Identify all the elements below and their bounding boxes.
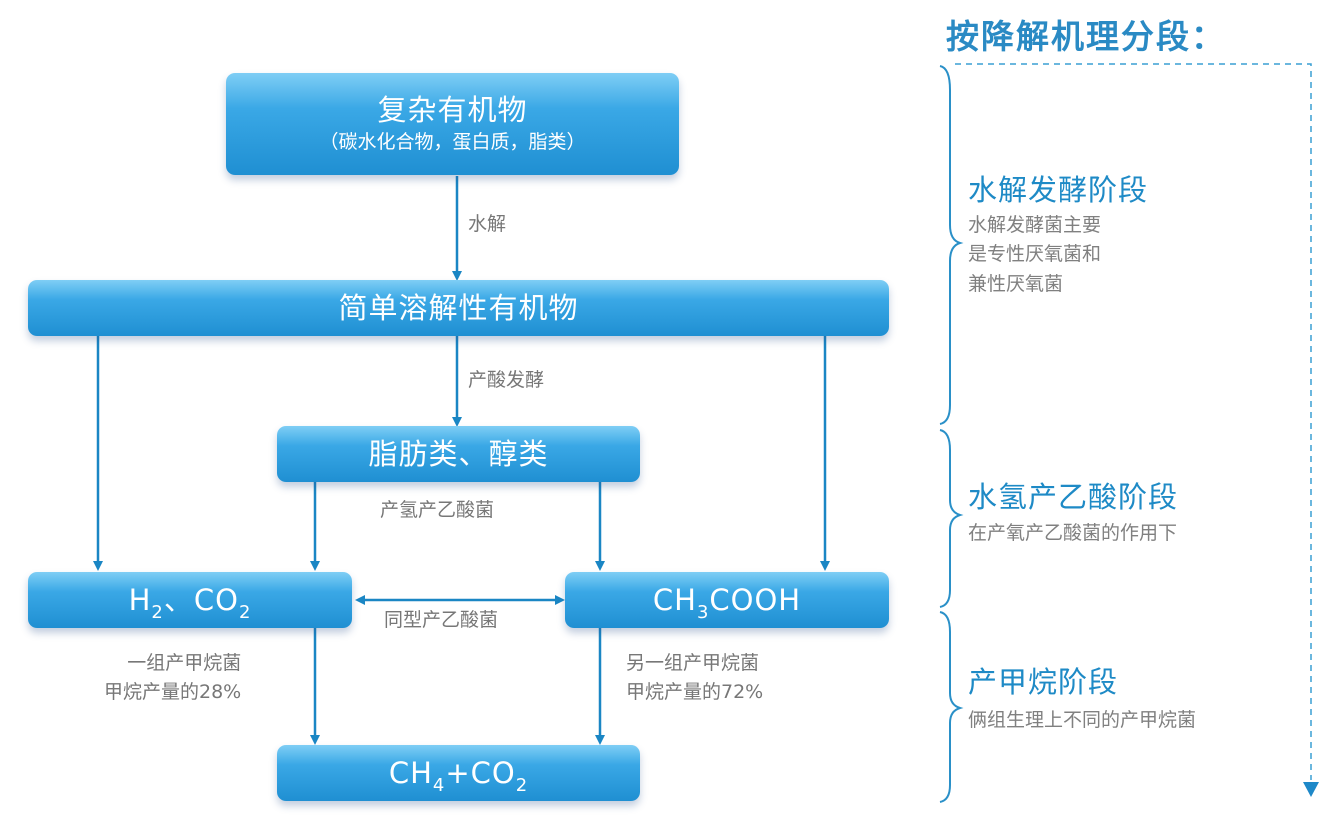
stage-desc-line: 是专性厌氧菌和 <box>968 243 1102 266</box>
stage-desc-acetogenic: 在产氧产乙酸菌的作用下 <box>968 519 1177 548</box>
brace-hydrolysis-stage <box>939 65 964 425</box>
stage-title-acetogenic: 水氢产乙酸阶段 <box>968 480 1179 514</box>
node-fats-alcohols-title: 脂肪类、醇类 <box>368 436 549 471</box>
stage-desc-line: 水解发酵菌主要 <box>968 214 1102 236</box>
label-acidogenic-fermentation: 产酸发酵 <box>468 369 545 391</box>
stage-desc-hydrolysis: 水解发酵菌主要 是专性厌氧菌和 兼性厌氧菌 <box>968 211 1101 299</box>
stage-title-methanogenic: 产甲烷阶段 <box>968 665 1119 699</box>
node-complex-organics: 复杂有机物 （碳水化合物，蛋白质，脂类） <box>226 73 679 175</box>
brace-methanogenic-stage <box>939 611 964 803</box>
node-h2-co2: H2、CO2 <box>28 572 352 628</box>
node-methane-co2: CH4+CO2 <box>277 745 640 801</box>
stage-desc-line: 兼性厌氧菌 <box>968 272 1064 295</box>
node-complex-organics-title: 复杂有机物 <box>377 93 528 128</box>
label-group2-line2: 甲烷产量的72% <box>626 680 764 703</box>
node-fats-alcohols: 脂肪类、醇类 <box>277 426 640 482</box>
stage-desc-line: 俩组生理上不同的产甲烷菌 <box>968 709 1197 731</box>
node-h2-co2-formula: H2、CO2 <box>128 582 252 623</box>
node-simple-soluble-organics: 简单溶解性有机物 <box>28 280 889 336</box>
label-group1-line1: 一组产甲烷菌 <box>127 652 242 674</box>
node-acetic-acid: CH3COOH <box>565 572 889 628</box>
stage-title-hydrolysis: 水解发酵阶段 <box>968 173 1149 207</box>
stages-heading: 按降解机理分段： <box>946 17 1226 56</box>
stage-desc-line: 在产氧产乙酸菌的作用下 <box>968 522 1178 544</box>
label-group1-line2: 甲烷产量的28% <box>104 680 242 703</box>
label-hydrogen-acetogens: 产氢产乙酸菌 <box>380 499 495 521</box>
label-group2-line1: 另一组产甲烷菌 <box>626 652 760 674</box>
label-homoacetogens: 同型产乙酸菌 <box>384 609 499 631</box>
node-methane-co2-formula: CH4+CO2 <box>388 755 529 796</box>
timeline-arrow-head <box>1303 782 1319 797</box>
label-methanogen-group-1: 一组产甲烷菌 甲烷产量的28% <box>104 649 241 706</box>
node-simple-soluble-title: 简单溶解性有机物 <box>338 290 579 325</box>
node-acetic-acid-formula: CH3COOH <box>652 582 802 623</box>
label-hydrolysis: 水解 <box>468 213 507 235</box>
node-complex-organics-subtitle: （碳水化合物，蛋白质，脂类） <box>319 131 586 154</box>
brace-acetogenic-stage <box>939 429 964 608</box>
stage-desc-methanogenic: 俩组生理上不同的产甲烷菌 <box>968 706 1196 735</box>
label-methanogen-group-2: 另一组产甲烷菌 甲烷产量的72% <box>626 649 763 706</box>
timeline-dashed-line <box>955 63 1312 780</box>
